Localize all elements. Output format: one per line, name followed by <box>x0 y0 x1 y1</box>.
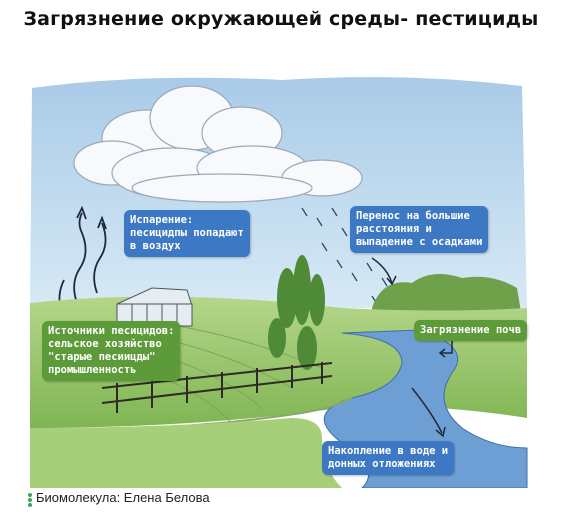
bushes-right <box>372 274 522 318</box>
evaporation-label: Испарение: песицидпы попадают в воздух <box>124 210 250 257</box>
evaporation-arrows <box>58 205 107 314</box>
water-accumulation-label: Накопление в воде и донных отложениях <box>322 441 455 475</box>
landscape-illustration <box>29 77 528 488</box>
soil-pollution-label: Загрязнение почв <box>414 320 528 341</box>
sources-label: Источники песицидов: сельское хозяйство … <box>42 321 181 381</box>
credit-text: Биомолекула: Елена Белова <box>36 490 210 505</box>
fence <box>101 362 333 413</box>
cloud <box>73 85 363 203</box>
logo-dots-icon <box>28 493 32 508</box>
transport-label: Перенос на большие расстояния и выпадени… <box>350 206 489 253</box>
illustration: Испарение: песицидпы попадают в воздух П… <box>22 68 534 488</box>
foreground <box>30 418 342 488</box>
trees <box>268 255 325 370</box>
greenhouse <box>116 287 193 327</box>
credit: Биомолекула: Елена Белова <box>28 490 210 508</box>
page-title: Загрязнение окружающей среды- пестициды <box>23 8 539 30</box>
